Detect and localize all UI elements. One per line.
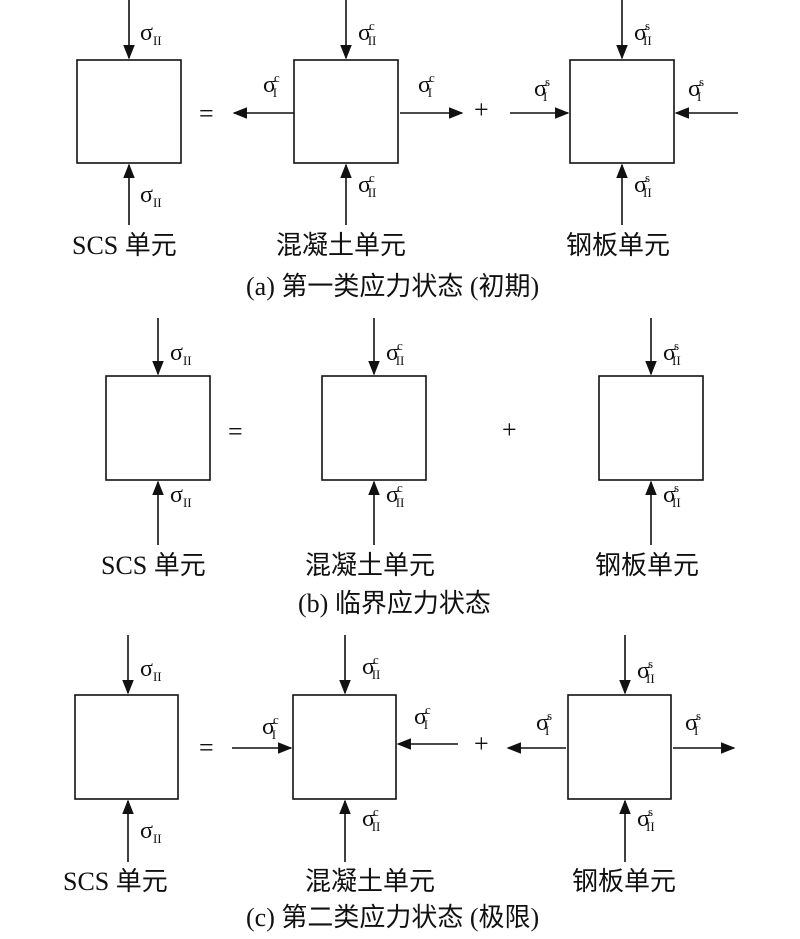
plus-sign: + — [502, 415, 517, 444]
scs-label: SCS 单元 — [72, 231, 177, 260]
steel-square — [598, 375, 704, 481]
steel-label: 钢板单元 — [595, 551, 699, 580]
caption-c: (c) 第二类应力状态 (极限) — [246, 903, 539, 932]
sigma-II-top: σII — [170, 340, 192, 368]
scs-square — [76, 59, 182, 164]
scs-square — [105, 375, 211, 481]
scs-label: SCS 单元 — [63, 867, 168, 896]
sigma-II-top: σII — [140, 20, 162, 48]
equals-sign: = — [228, 417, 243, 446]
equals-sign: = — [199, 99, 214, 128]
sigma-II-bottom: σII — [140, 182, 162, 210]
concrete-label: 混凝土单元 — [305, 867, 435, 896]
sigma-II-top: σII — [140, 656, 162, 684]
equals-sign: = — [199, 733, 214, 762]
steel-label: 钢板单元 — [572, 867, 676, 896]
steel-square — [569, 59, 675, 164]
concrete-label: 混凝土单元 — [305, 551, 435, 580]
scs-label: SCS 单元 — [101, 551, 206, 580]
plus-sign: + — [474, 95, 489, 124]
caption-a: (a) 第一类应力状态 (初期) — [246, 272, 539, 301]
sigma-II-bottom: σII — [170, 482, 192, 510]
caption-b: (b) 临界应力状态 — [298, 589, 491, 618]
concrete-square — [292, 694, 397, 800]
concrete-label: 混凝土单元 — [276, 231, 406, 260]
scs-square — [74, 694, 179, 800]
sigma-II-bottom: σII — [140, 818, 162, 846]
concrete-square — [293, 59, 399, 164]
scs-element-a: σII σII SCS 单元 — [72, 0, 182, 260]
steel-square — [567, 694, 672, 800]
scs-element-c: σII σII SCS 单元 — [63, 635, 179, 896]
plus-sign: + — [474, 729, 489, 758]
steel-label: 钢板单元 — [566, 231, 670, 260]
scs-element-b: σII σII SCS 单元 — [101, 318, 211, 580]
concrete-square — [321, 375, 427, 481]
